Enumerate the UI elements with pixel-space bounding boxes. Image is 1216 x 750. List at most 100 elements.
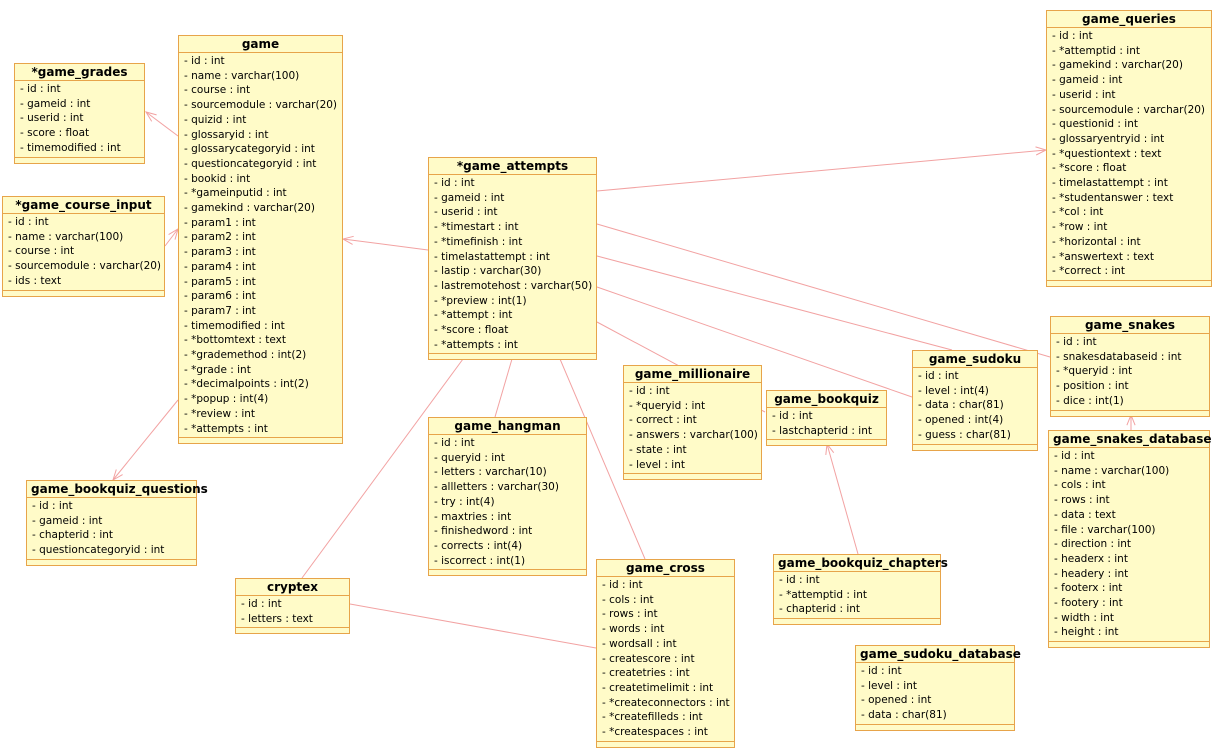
connector-game-to-game_grades: [144, 111, 179, 137]
field-row: - name : varchar(100): [1054, 464, 1170, 477]
field-row: - data : char(81): [861, 709, 947, 722]
entity-footer: [624, 473, 761, 479]
entity-footer: [774, 618, 940, 624]
arrowhead-icon: [144, 111, 157, 122]
entity-field-list: - id : int- lastchapterid : int: [767, 408, 886, 439]
entity-title: game_bookquiz_questions: [27, 481, 208, 498]
connector-game_course_input-to-game: [164, 227, 179, 247]
field-row: - *createspaces : int: [602, 726, 708, 739]
entity-game_cross: game_cross- id : int- cols : int- rows :…: [596, 559, 735, 748]
field-row: - *attemptid : int: [779, 588, 867, 601]
field-row: - id : int: [772, 410, 813, 422]
field-row: - *row : int: [1052, 221, 1108, 234]
entity-field-list: - id : int- cols : int- rows : int- word…: [597, 577, 734, 741]
entity-game_course_input: *game_course_input- id : int- name : var…: [2, 196, 165, 297]
field-row: - headerx : int: [1054, 552, 1128, 565]
entity-footer: [913, 443, 1037, 450]
field-row: - id : int: [20, 83, 61, 95]
field-row: - chapterid : int: [32, 529, 114, 542]
entity-footer: [236, 627, 349, 633]
field-row: - id : int: [434, 437, 475, 449]
field-row: - id : int: [184, 55, 225, 67]
field-row: - lastremotehost : varchar(50): [434, 279, 593, 292]
field-row: - letters : varchar(10): [434, 466, 547, 479]
connector-game_snakes_database-to-game_snakes: [1126, 413, 1136, 430]
field-row: - userid : int: [20, 112, 84, 125]
field-row: - chapterid : int: [779, 603, 861, 616]
field-row: - id : int: [1056, 336, 1097, 348]
connector-game_attempts-to-game_snakes: [596, 223, 1051, 358]
entity-title: game_bookquiz_chapters: [774, 555, 948, 572]
field-row: - wordsall : int: [602, 637, 677, 650]
entity-footer: [597, 740, 734, 747]
field-row: - sourcemodule : varchar(20): [8, 260, 162, 273]
field-row: - finishedword : int: [434, 525, 533, 538]
field-row: - id : int: [918, 370, 959, 382]
field-row: - ids : text: [8, 274, 62, 287]
field-row: - try : int(4): [434, 495, 495, 508]
entity-field-list: - id : int- queryid : int- letters : var…: [429, 435, 586, 569]
field-row: - *horizontal : int: [1052, 235, 1141, 248]
connector-game_attempts-to-game_sudoku-left: [596, 286, 913, 398]
entity-game_sudoku: game_sudoku - id : int - level : int(4) - d…: [912, 350, 1038, 451]
entity-game_bookquiz: game_bookquiz- id : int- lastchapterid :…: [766, 390, 887, 447]
field-row: - gameid : int: [1052, 74, 1123, 87]
connector-game_bookquiz_chapters-to-game_bookquiz: [825, 442, 859, 555]
entity-field-list: - id : int- *attemptid : int- gamekind :…: [1047, 28, 1211, 280]
entity-field-list: - id : int- name : varchar(100)- cols : …: [1049, 448, 1209, 641]
entity-footer: [3, 289, 164, 296]
field-row: - glossaryentryid : int: [1052, 132, 1165, 145]
field-row: - *popup : int(4): [184, 393, 269, 406]
arrowhead-icon: [341, 235, 354, 245]
field-row: - id : int: [779, 574, 820, 586]
entity-field-list: - id : int- level : int- opened : int- d…: [856, 663, 1014, 724]
field-row: - bookid : int: [184, 172, 251, 185]
field-row: - createtries : int: [602, 667, 690, 680]
field-row: - createscore : int: [602, 652, 695, 665]
connector-game_attempts-to-game_sudoku-top: [596, 255, 953, 351]
entity-game_hangman: game_hangman- id : int- queryid : int- l…: [428, 417, 587, 577]
entity-title: game_sudoku_database: [856, 646, 1021, 663]
entity-footer: [15, 156, 144, 163]
field-row: - questionid : int: [1052, 118, 1138, 131]
entity-title: game: [179, 36, 342, 53]
field-row: - level : int(4): [918, 384, 989, 397]
field-row: - opened : int: [861, 694, 932, 707]
entity-field-list: - id : int- *queryid : int- correct : in…: [624, 383, 761, 473]
field-row: - *decimalpoints : int(2): [184, 378, 309, 391]
entity-title: *game_course_input: [3, 197, 164, 214]
field-row: - gameid : int: [32, 514, 103, 527]
field-row: - letters : text: [241, 612, 313, 625]
field-row: - param5 : int: [184, 275, 256, 288]
connector-game_attempts-to-game_cross: [559, 358, 646, 560]
field-row: - headery : int: [1054, 567, 1129, 580]
field-row: - id : int: [434, 177, 475, 189]
entity-field-list: - id : int- name : varchar(100)- course …: [3, 214, 164, 290]
field-row: - timelastattempt : int: [434, 250, 550, 263]
field-row: - correct : int: [629, 414, 697, 427]
entity-footer: [856, 723, 1014, 730]
field-row: - param7 : int: [184, 304, 256, 317]
field-row: - words : int: [602, 623, 665, 636]
field-row: - timemodified : int: [184, 319, 285, 332]
entity-game_grades: *game_grades- id : int- gameid : int- us…: [14, 63, 145, 164]
field-row: - timemodified : int: [20, 141, 121, 154]
field-row: - *grade : int: [184, 363, 251, 376]
field-row: - id : int: [1052, 30, 1093, 42]
entity-footer: [27, 558, 196, 565]
field-row: - rows : int: [1054, 494, 1110, 507]
field-row: - data : char(81): [918, 399, 1004, 412]
field-row: - userid : int: [1052, 88, 1116, 101]
entity-title: game_snakes: [1051, 317, 1209, 334]
entity-footer: [429, 353, 596, 359]
entity-title: game_sudoku: [913, 351, 1037, 368]
field-row: - id : int: [629, 385, 670, 397]
field-row: - sourcemodule : varchar(20): [1052, 103, 1206, 116]
field-row: - param6 : int: [184, 290, 256, 303]
entity-field-list: - id : int- gameid : int- userid : int- …: [429, 175, 596, 353]
field-row: - snakesdatabaseid : int: [1056, 350, 1182, 363]
connector-game_attempts-to-game: [341, 235, 429, 251]
entity-game_bookquiz_questions: game_bookquiz_questions- id : int- gamei…: [26, 480, 208, 566]
entity-title: game_cross: [597, 560, 734, 577]
